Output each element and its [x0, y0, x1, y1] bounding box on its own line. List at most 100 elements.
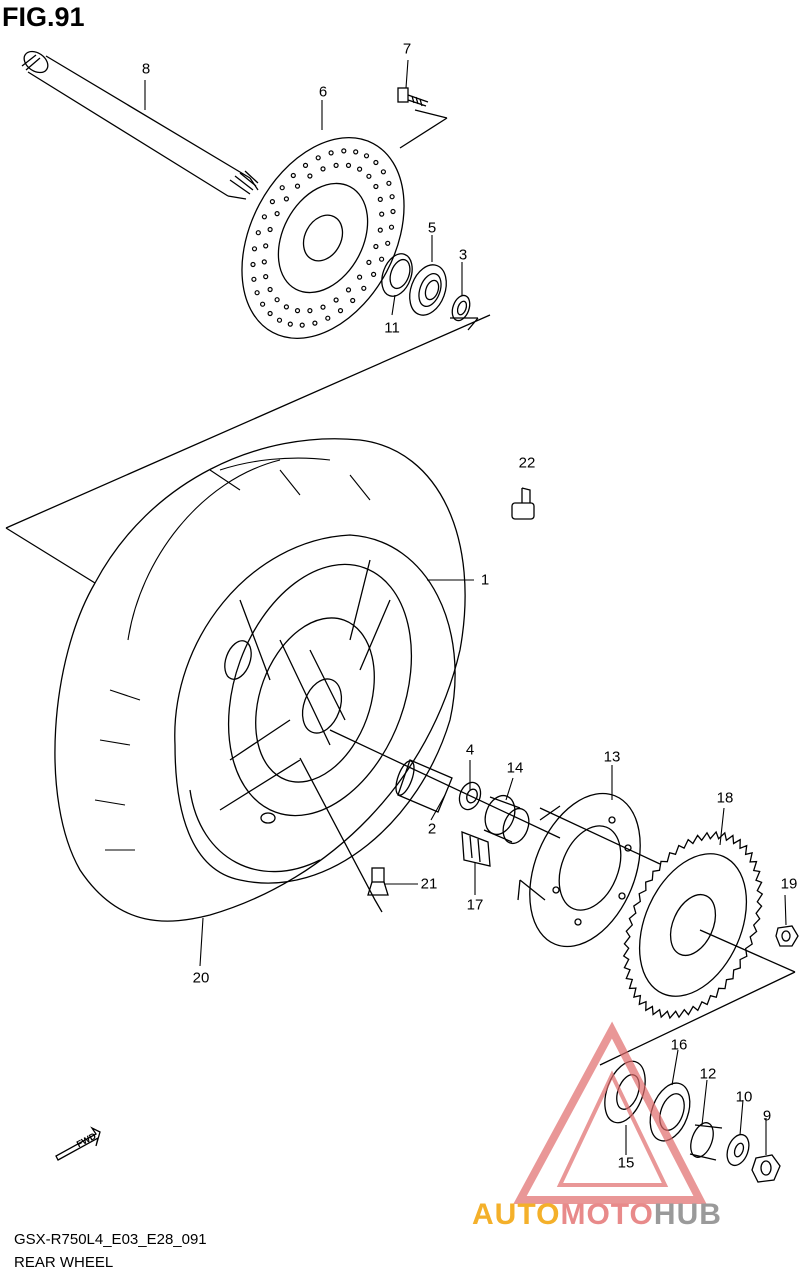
- diagram-name: REAR WHEEL: [14, 1254, 114, 1271]
- disc-hole: [294, 183, 301, 189]
- disc-hole: [267, 226, 273, 233]
- callout-12: 12: [699, 1065, 717, 1083]
- callout-18: 18: [716, 789, 734, 807]
- axle-washer: [726, 1133, 750, 1167]
- callout-21: 21: [420, 875, 438, 893]
- disc-hole: [251, 246, 258, 252]
- dust-seal: [381, 253, 413, 297]
- disc-hole: [377, 227, 383, 233]
- wheel-damper: [461, 831, 491, 867]
- rear-wheel-rim: [219, 559, 413, 824]
- disc-hole: [299, 322, 305, 328]
- callout-2: 2: [427, 820, 437, 838]
- callout-1: 1: [480, 571, 490, 589]
- disc-hole: [254, 290, 260, 296]
- disc-hole: [325, 315, 331, 321]
- disc-hole: [353, 149, 359, 155]
- disc-hole: [261, 214, 267, 220]
- disc-hole: [283, 196, 289, 202]
- disc-hole: [373, 159, 379, 166]
- watermark-part-2: MOTO: [560, 1198, 654, 1231]
- disc-hole: [379, 211, 385, 217]
- watermark-triangle-icon: [513, 1021, 707, 1204]
- disc-hole: [333, 297, 339, 303]
- disc-hole: [274, 297, 280, 303]
- disc-hole: [357, 274, 363, 280]
- axle-nut: [751, 1154, 781, 1183]
- disc-hole: [269, 199, 275, 205]
- callout-20: 20: [192, 969, 210, 987]
- brake-disc: [241, 137, 405, 339]
- disc-hole: [287, 321, 293, 327]
- sprocket-mounting-drum: [517, 792, 641, 948]
- disc-hole: [371, 271, 377, 277]
- watermark-logo-text: AUTOMOTOHUB: [472, 1198, 722, 1232]
- disc-hole: [294, 308, 301, 314]
- disc-hole: [337, 308, 344, 314]
- disc-hole: [345, 162, 352, 168]
- assembly-line: [299, 729, 796, 1066]
- disc-hole: [274, 211, 280, 217]
- callout-17: 17: [466, 896, 484, 914]
- hub-spacer: [395, 759, 453, 813]
- watermark-part-3: HUB: [653, 1198, 722, 1231]
- callout-15: 15: [617, 1154, 635, 1172]
- disc-hole: [341, 148, 347, 154]
- callout-4: 4: [465, 741, 475, 759]
- disc-hole: [267, 286, 273, 293]
- disc-bolt: [397, 87, 429, 107]
- fwd-arrow-icon: [55, 1126, 101, 1161]
- hub-bearing: [458, 781, 482, 811]
- disc-hole: [350, 297, 356, 304]
- wheel-bearing: [409, 264, 447, 316]
- diagram-code: GSX-R750L4_E03_E28_091: [14, 1231, 207, 1248]
- callout-5: 5: [427, 219, 437, 237]
- watermark-part-1: AUTO: [472, 1198, 561, 1231]
- disc-hole: [379, 256, 385, 262]
- callout-9: 9: [762, 1107, 772, 1125]
- disc-hole: [345, 287, 352, 293]
- disc-hole: [389, 194, 395, 200]
- plug: [511, 487, 535, 520]
- disc-hole: [320, 304, 326, 310]
- assembly-line: [5, 109, 491, 584]
- rear-tyre: [54, 438, 466, 922]
- callout-14: 14: [506, 759, 524, 777]
- disc-hole: [385, 240, 391, 246]
- disc-hole: [263, 274, 269, 280]
- disc-hole: [261, 259, 267, 265]
- disc-hole: [302, 162, 309, 168]
- drum-spacer: [689, 1122, 723, 1161]
- figure-title: FIG.91: [2, 2, 85, 32]
- callout-22: 22: [518, 454, 536, 472]
- disc-hole: [320, 166, 326, 172]
- disc-hole: [312, 320, 318, 326]
- callout-7: 7: [402, 40, 412, 58]
- disc-hole: [279, 185, 285, 191]
- disc-hole: [386, 180, 392, 186]
- disc-hole: [373, 243, 379, 250]
- disc-hole: [255, 230, 261, 236]
- disc-hole: [263, 243, 269, 249]
- disc-hole: [388, 224, 395, 230]
- disc-hole: [357, 166, 363, 172]
- callout-8: 8: [141, 60, 151, 78]
- disc-hole: [250, 261, 256, 268]
- disc-hole: [267, 310, 273, 317]
- callout-10: 10: [735, 1088, 753, 1106]
- disc-hole: [307, 308, 313, 314]
- callout-6: 6: [318, 83, 328, 101]
- callout-3: 3: [458, 246, 468, 264]
- disc-hole: [363, 153, 370, 159]
- disc-hole: [380, 169, 386, 175]
- disc-hole: [328, 150, 334, 156]
- disc-hole: [373, 183, 379, 190]
- disc-hole: [307, 173, 313, 179]
- disc-hole: [390, 208, 396, 215]
- sprocket-nut: [775, 925, 799, 947]
- callout-11: 11: [384, 319, 400, 337]
- sprocket-spacer: [483, 794, 530, 845]
- disc-hole: [366, 173, 372, 179]
- disc-hole: [333, 162, 339, 168]
